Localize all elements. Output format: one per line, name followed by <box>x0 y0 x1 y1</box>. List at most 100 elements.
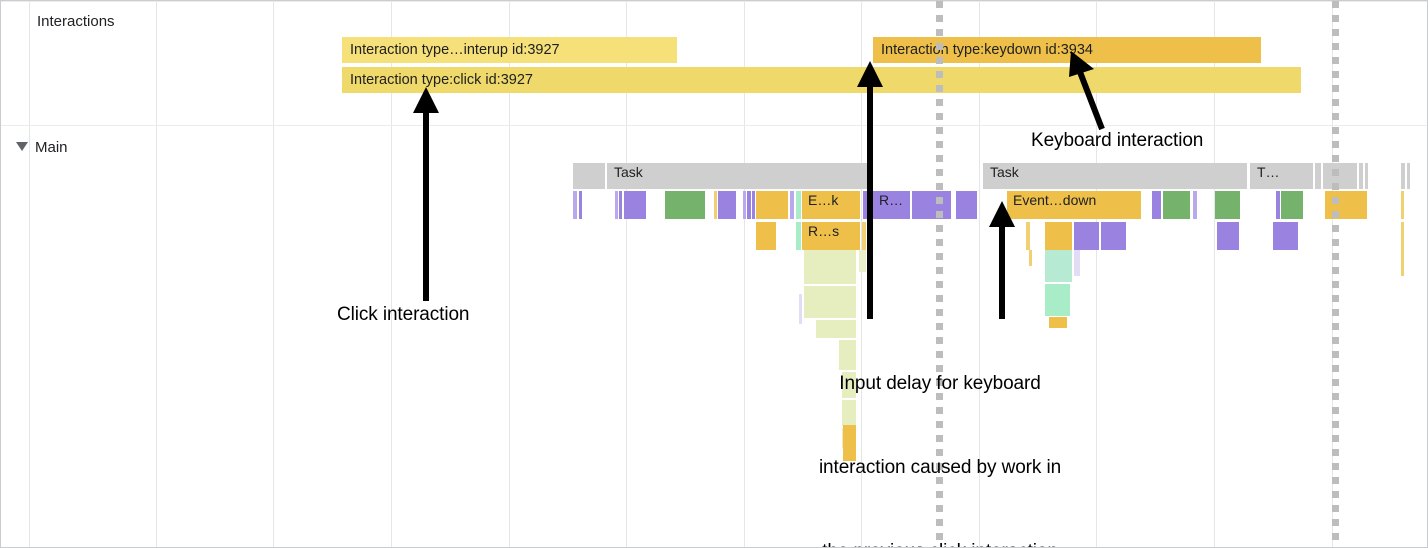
keyboard-arrow-head <box>1069 51 1094 77</box>
event-bar[interactable] <box>1045 284 1070 316</box>
time-marker-dotted-right <box>1332 1 1339 547</box>
click-interaction-annotation: Click interaction <box>337 304 470 325</box>
event-bar[interactable] <box>752 191 755 219</box>
gridline <box>979 1 980 547</box>
event-bar[interactable] <box>816 320 856 338</box>
task-segment[interactable] <box>573 163 605 189</box>
task-segment[interactable] <box>1359 163 1363 189</box>
event-bar[interactable] <box>842 400 856 426</box>
gridline <box>1214 1 1215 547</box>
event-bar[interactable] <box>790 191 794 219</box>
event-bar[interactable] <box>1215 191 1240 219</box>
triangle-down-icon[interactable] <box>16 142 28 151</box>
event-bar[interactable] <box>1074 250 1080 276</box>
event-bar[interactable] <box>1049 317 1067 328</box>
event-bar[interactable] <box>1029 250 1032 266</box>
event-bar[interactable] <box>756 222 776 250</box>
event-bar[interactable] <box>665 191 705 219</box>
track-separator <box>1 125 1427 126</box>
task-bar[interactable]: Task <box>983 163 1247 189</box>
task-segment[interactable] <box>1323 163 1357 189</box>
event-bar[interactable] <box>859 250 866 272</box>
event-bar[interactable] <box>1401 191 1404 219</box>
gridline <box>391 1 392 547</box>
deep-stack-click <box>1 250 1427 470</box>
event-bar-labeled[interactable]: E…k <box>802 191 860 219</box>
click-arrow-head <box>413 87 439 113</box>
input-delay-arrow-head-right <box>989 201 1015 227</box>
event-bar[interactable] <box>912 191 951 219</box>
keyboard-interaction-annotation: Keyboard interaction <box>1031 130 1204 151</box>
task-segment[interactable] <box>1407 163 1410 189</box>
task-bar[interactable]: Task <box>607 163 871 189</box>
event-bar[interactable] <box>615 191 618 219</box>
time-marker-dotted-left <box>936 1 943 547</box>
event-row-depth-1: E…k R… Event…down <box>1 191 1427 219</box>
event-bar[interactable] <box>1276 191 1280 219</box>
gridline <box>1096 1 1097 547</box>
input-delay-arrow-head-left <box>857 61 883 87</box>
gridline <box>29 1 30 547</box>
event-bar[interactable] <box>1163 191 1190 219</box>
event-bar[interactable] <box>1045 222 1072 250</box>
event-bar[interactable] <box>863 191 870 219</box>
event-bar[interactable] <box>796 222 801 250</box>
event-bar[interactable] <box>804 250 856 284</box>
gridline <box>156 1 157 547</box>
event-bar[interactable] <box>796 191 801 219</box>
event-bar[interactable] <box>718 191 736 219</box>
interaction-bar-click[interactable]: Interaction type:click id:3927 <box>342 67 1301 93</box>
track-label-main: Main <box>35 139 68 156</box>
event-bar-labeled[interactable]: R…s <box>802 222 860 250</box>
event-bar[interactable] <box>842 372 856 398</box>
track-separator <box>1 1 1427 2</box>
track-label-interactions: Interactions <box>37 13 115 30</box>
task-segment[interactable] <box>1401 163 1405 189</box>
interaction-bar-interup[interactable]: Interaction type…interup id:3927 <box>342 37 677 63</box>
deep-stack-keydown <box>1 250 1427 330</box>
event-bar[interactable] <box>839 340 856 370</box>
gridline <box>509 1 510 547</box>
task-segment[interactable] <box>1315 163 1321 189</box>
keyboard-arrow-shaft <box>1077 70 1105 131</box>
event-bar[interactable] <box>747 191 751 219</box>
event-bar[interactable] <box>743 191 746 219</box>
input-delay-line-2: interaction caused by work in <box>818 457 1062 478</box>
gridline <box>744 1 745 547</box>
event-bar[interactable] <box>1281 191 1303 219</box>
event-bar[interactable] <box>1193 191 1197 219</box>
event-bar[interactable] <box>862 222 866 250</box>
event-bar[interactable] <box>573 191 577 219</box>
event-bar[interactable] <box>756 191 788 219</box>
input-delay-line-3: the previous click interaction <box>783 538 1097 547</box>
event-bar[interactable] <box>1401 250 1404 276</box>
event-bar[interactable] <box>1101 222 1126 250</box>
event-bar[interactable] <box>799 294 802 324</box>
event-bar[interactable] <box>1217 222 1239 250</box>
event-row-depth-2: R…s <box>1 222 1427 250</box>
input-delay-line-1: Input delay for keyboard <box>839 373 1041 394</box>
task-segment[interactable] <box>1365 163 1368 189</box>
event-bar[interactable] <box>1273 222 1298 250</box>
event-bar[interactable] <box>1074 222 1099 250</box>
event-bar[interactable] <box>624 191 646 219</box>
gridline <box>273 1 274 547</box>
event-bar-labeled[interactable]: R… <box>873 191 910 219</box>
task-bar[interactable]: T… <box>1250 163 1313 189</box>
event-bar[interactable] <box>1045 250 1072 282</box>
event-bar[interactable] <box>1401 222 1404 250</box>
event-bar[interactable] <box>956 191 977 219</box>
event-bar[interactable] <box>579 191 582 219</box>
event-bar[interactable] <box>619 191 622 219</box>
event-bar-labeled[interactable]: Event…down <box>1007 191 1141 219</box>
event-bar[interactable] <box>804 286 856 318</box>
event-bar[interactable] <box>714 191 717 219</box>
gridline <box>861 1 862 547</box>
task-row: Task Task T… <box>1 163 1427 189</box>
event-bar[interactable] <box>1152 191 1161 219</box>
event-bar[interactable] <box>1026 222 1030 250</box>
input-delay-annotation: Input delay for keyboard interaction cau… <box>783 314 1097 547</box>
event-bar[interactable] <box>843 425 856 461</box>
